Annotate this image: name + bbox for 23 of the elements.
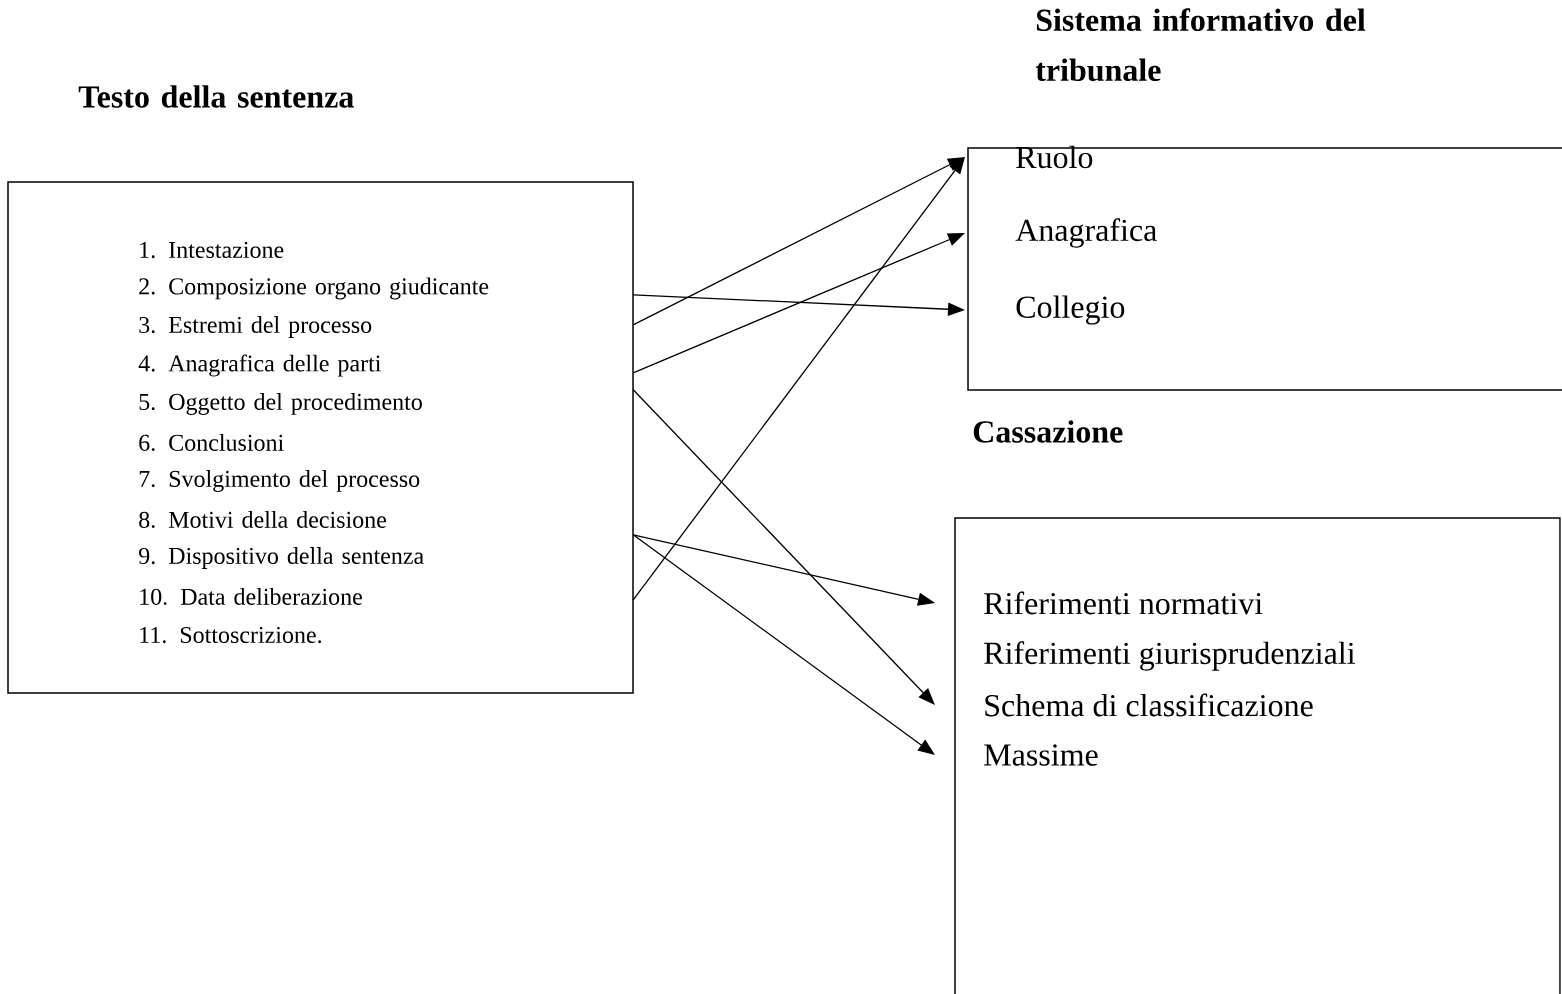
item-label: Collegio	[1016, 295, 1125, 325]
item-label: Riferimenti normativi	[984, 591, 1263, 615]
list-item: 4. Anagrafica delle parti	[138, 354, 381, 377]
item-label: Riferimenti giurisprudenziali	[984, 641, 1355, 671]
list-item: 6. Conclusioni	[139, 434, 284, 451]
list-item: 3. Estremi del processo	[139, 316, 372, 338]
list-item: 7. Svolgimento del processo	[139, 470, 420, 492]
arrow	[632, 157, 965, 601]
list-item: 11. Sottoscrizione.	[140, 626, 322, 644]
list-item: 9. Dispositivo della sentenza	[138, 547, 424, 569]
node-label: Testo della sentenza	[78, 85, 354, 108]
item-label: Massime	[984, 744, 1098, 766]
item-label: Schema di classificazione	[985, 693, 1313, 717]
item-label: Ruolo	[1016, 145, 1093, 169]
arrow	[632, 534, 935, 755]
item-label: Anagrafica	[1015, 218, 1157, 248]
list-item: 8. Motivi della decisione	[139, 511, 386, 528]
list-item: 1. Intestazione	[140, 241, 284, 259]
list-item: 10. Data deliberazione	[140, 588, 362, 605]
arrow	[632, 389, 935, 705]
list-item: 5. Oggetto del procedimento	[139, 393, 422, 415]
list-item: 2. Composizione organo giudicante	[139, 277, 489, 300]
arrow	[632, 157, 965, 326]
